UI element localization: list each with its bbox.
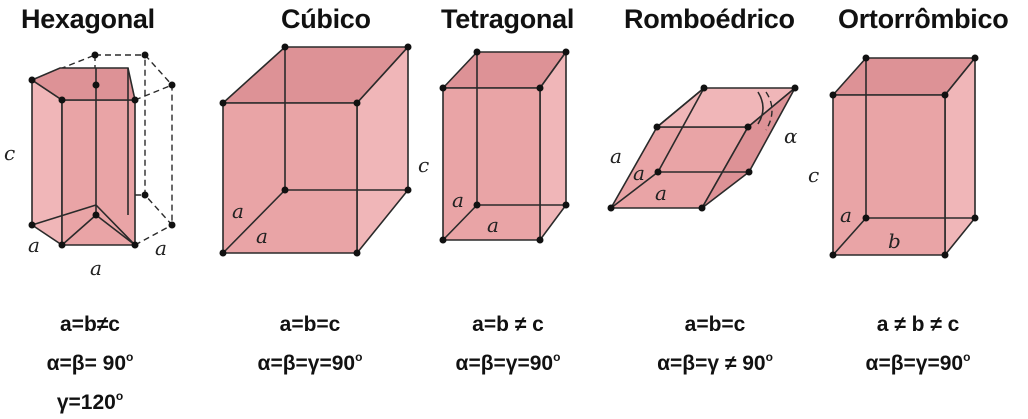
hex-label-a3: a	[155, 236, 167, 260]
hex-label-a2: a	[90, 256, 102, 280]
ort-label-c: c	[808, 163, 819, 187]
cub-param-1: a=b=c	[279, 313, 341, 336]
params-ortorrombico: a ≠ b ≠ c α=β=γ=90o	[843, 308, 993, 380]
rho-param-1: a=b=c	[684, 313, 746, 336]
cub-param-2: α=β=γ=90o	[257, 350, 363, 375]
cub-label-a2: a	[256, 224, 268, 248]
hex-param-3: γ=120o	[56, 389, 124, 414]
crystal-diagrams: c a a a a a c	[4, 43, 979, 280]
rho-param-2: α=β=γ ≠ 90o	[657, 350, 773, 375]
title-hexagonal: Hexagonal	[21, 4, 155, 34]
params-romboedrico: a=b=c α=β=γ ≠ 90o	[630, 308, 800, 380]
tet-label-c: c	[418, 153, 429, 177]
hexagonal-prism: c a a a	[4, 51, 176, 280]
rho-label-a1: a	[610, 144, 622, 168]
ort-param-1: a ≠ b ≠ c	[876, 313, 960, 336]
params-tetragonal: a=b ≠ c α=β=γ=90o	[438, 308, 578, 380]
ort-label-b: b	[888, 229, 901, 253]
title-cubico: Cúbico	[281, 4, 371, 34]
rho-label-alpha: α	[784, 124, 798, 148]
params-hexagonal: a=b≠c α=β= 90o γ=120o	[40, 308, 140, 419]
tet-param-1: a=b ≠ c	[472, 313, 544, 336]
orthorhombic-cell: c a b	[808, 54, 979, 259]
cub-label-a1: a	[232, 199, 244, 223]
params-cubico: a=b=c α=β=γ=90o	[240, 308, 380, 380]
tetragonal-cell: c a a	[418, 48, 570, 244]
hex-param-2: α=β= 90o	[46, 350, 134, 375]
ort-label-a: a	[840, 203, 852, 227]
tet-label-a2: a	[487, 213, 499, 237]
title-tetragonal: Tetragonal	[441, 4, 575, 34]
tet-label-a1: a	[452, 188, 464, 212]
hex-param-1: a=b≠c	[60, 313, 120, 336]
rho-label-a2: a	[633, 161, 645, 185]
rhombohedral-cell: a a a α	[607, 84, 799, 212]
title-romboedrico: Romboédrico	[624, 4, 795, 34]
hex-label-a1: a	[28, 233, 40, 257]
title-ortorrombico: Ortorrômbico	[838, 4, 1009, 34]
ort-param-2: α=β=γ=90o	[865, 350, 971, 375]
rho-label-a3: a	[655, 181, 667, 205]
tet-param-2: α=β=γ=90o	[455, 350, 561, 375]
cubic-cell: a a	[219, 43, 412, 257]
hex-label-c: c	[4, 141, 15, 165]
